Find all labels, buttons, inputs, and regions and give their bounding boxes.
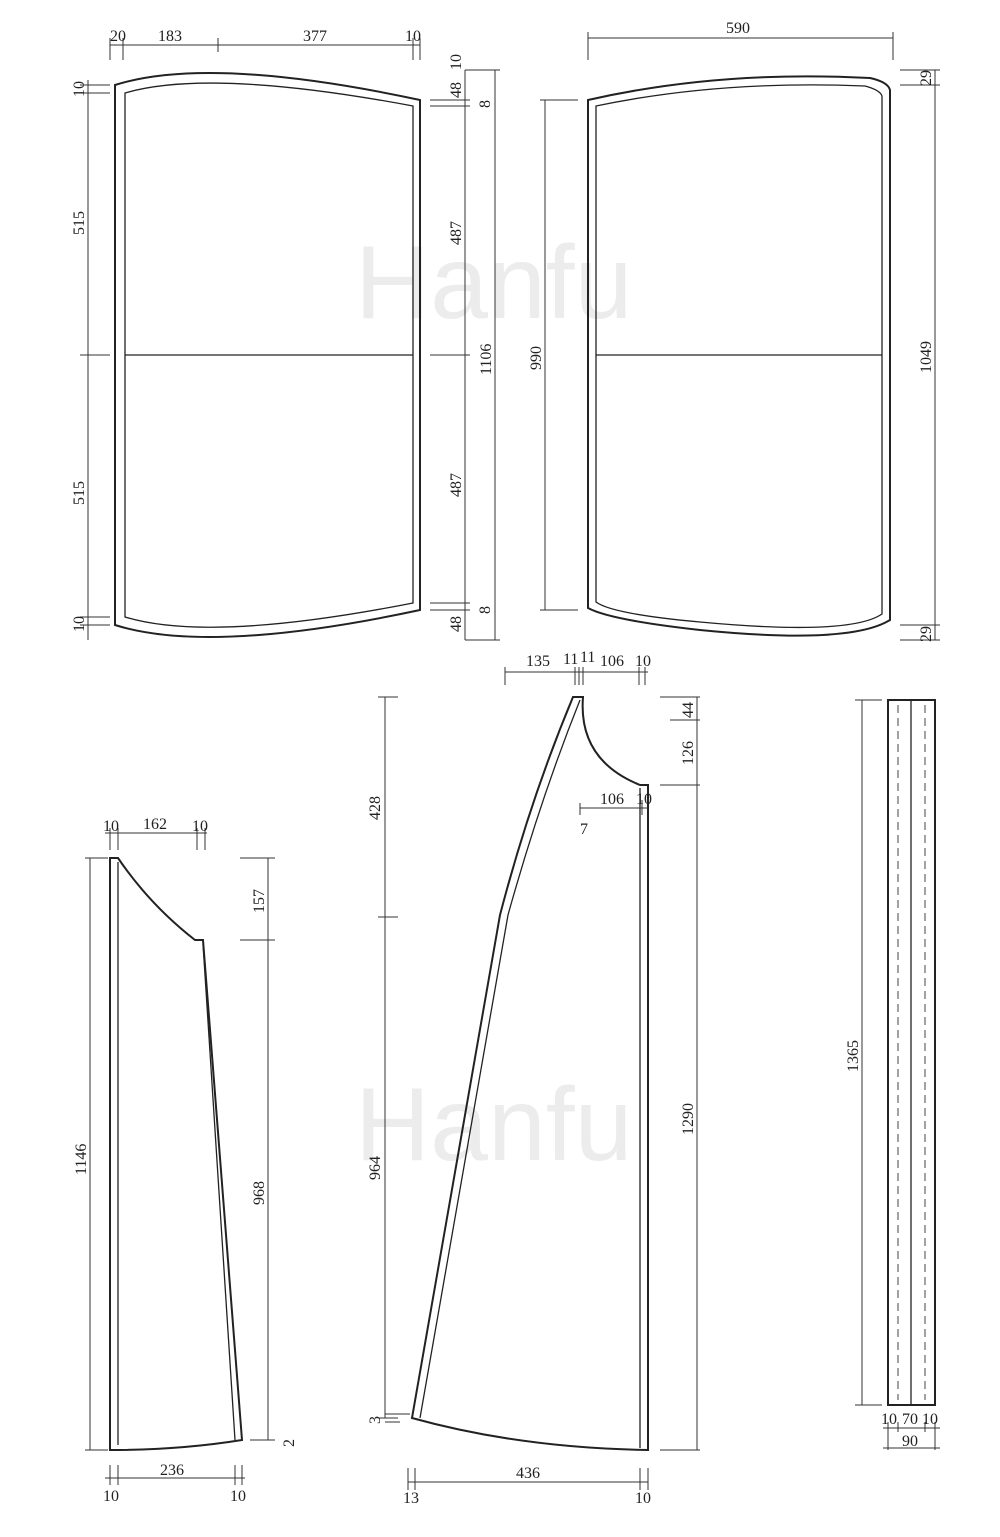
dim-label: 48 [448, 82, 465, 98]
dim-label: 487 [448, 221, 465, 245]
dim-label: 10 [405, 28, 421, 45]
dim-label: 10 [881, 1411, 897, 1428]
dim-label: 515 [71, 481, 88, 505]
dim-label: 10 [103, 1488, 119, 1505]
dim-label: 436 [516, 1465, 540, 1482]
dim-label: 90 [902, 1433, 918, 1450]
dim-label: 3 [367, 1416, 384, 1424]
watermark: Hanfu [355, 225, 633, 341]
dim-label: 13 [403, 1490, 419, 1507]
dim-label: 44 [680, 702, 697, 718]
dim-label: 2 [281, 1439, 298, 1447]
dim-label: 29 [918, 626, 935, 642]
dim-label: 1049 [918, 341, 935, 373]
dim-label: 10 [635, 1490, 651, 1507]
dim-label: 10 [71, 81, 88, 97]
dim-label: 20 [110, 28, 126, 45]
dim-label: 70 [902, 1411, 918, 1428]
dim-label: 1106 [478, 344, 495, 375]
dim-label: 135 [526, 653, 550, 670]
dim-label: 968 [251, 1181, 268, 1205]
dim-label: 10 [230, 1488, 246, 1505]
collar-strip: 1365 10 70 10 90 [845, 699, 940, 1450]
dim-label: 1290 [680, 1103, 697, 1135]
dim-label: 10 [103, 818, 119, 835]
dim-label: 10 [636, 791, 652, 808]
dim-label: 8 [477, 100, 494, 108]
dim-label: 428 [367, 796, 384, 820]
dim-label: 10 [635, 653, 651, 670]
dim-label: 990 [528, 346, 545, 370]
dim-label: 487 [448, 473, 465, 497]
side-piece: 10 162 10 1146 157 968 2 236 10 10 [73, 816, 298, 1505]
dim-label: 10 [448, 54, 465, 70]
dim-label: 126 [680, 741, 697, 765]
dim-label: 106 [600, 791, 624, 808]
large-piece: 135 11 11 106 10 106 10 7 44 126 1290 42… [367, 649, 700, 1507]
watermark: Hanfu [355, 1067, 633, 1183]
dim-label: 106 [600, 653, 624, 670]
dim-label: 1146 [73, 1144, 90, 1175]
dim-label: 1365 [845, 1040, 862, 1072]
back-panel: 590 990 1049 29 29 [528, 20, 940, 642]
dim-label: 48 [448, 616, 465, 632]
dim-label: 162 [143, 816, 167, 833]
dim-label: 183 [158, 28, 182, 45]
dim-label: 10 [71, 616, 88, 632]
dim-label: 964 [367, 1156, 384, 1180]
dim-label: 377 [303, 28, 327, 45]
dim-label: 11 [580, 649, 595, 666]
front-panel: 20 183 377 10 10 515 515 10 10 48 8 487 … [71, 28, 500, 641]
dim-label: 515 [71, 211, 88, 235]
dim-label: 236 [160, 1462, 184, 1479]
dim-label: 7 [580, 821, 588, 838]
dim-label: 10 [922, 1411, 938, 1428]
dim-label: 8 [477, 606, 494, 614]
dim-label: 11 [563, 651, 578, 668]
dim-label: 157 [251, 889, 268, 913]
dim-label: 10 [192, 818, 208, 835]
dim-label: 590 [726, 20, 750, 37]
dim-label: 29 [918, 70, 935, 86]
